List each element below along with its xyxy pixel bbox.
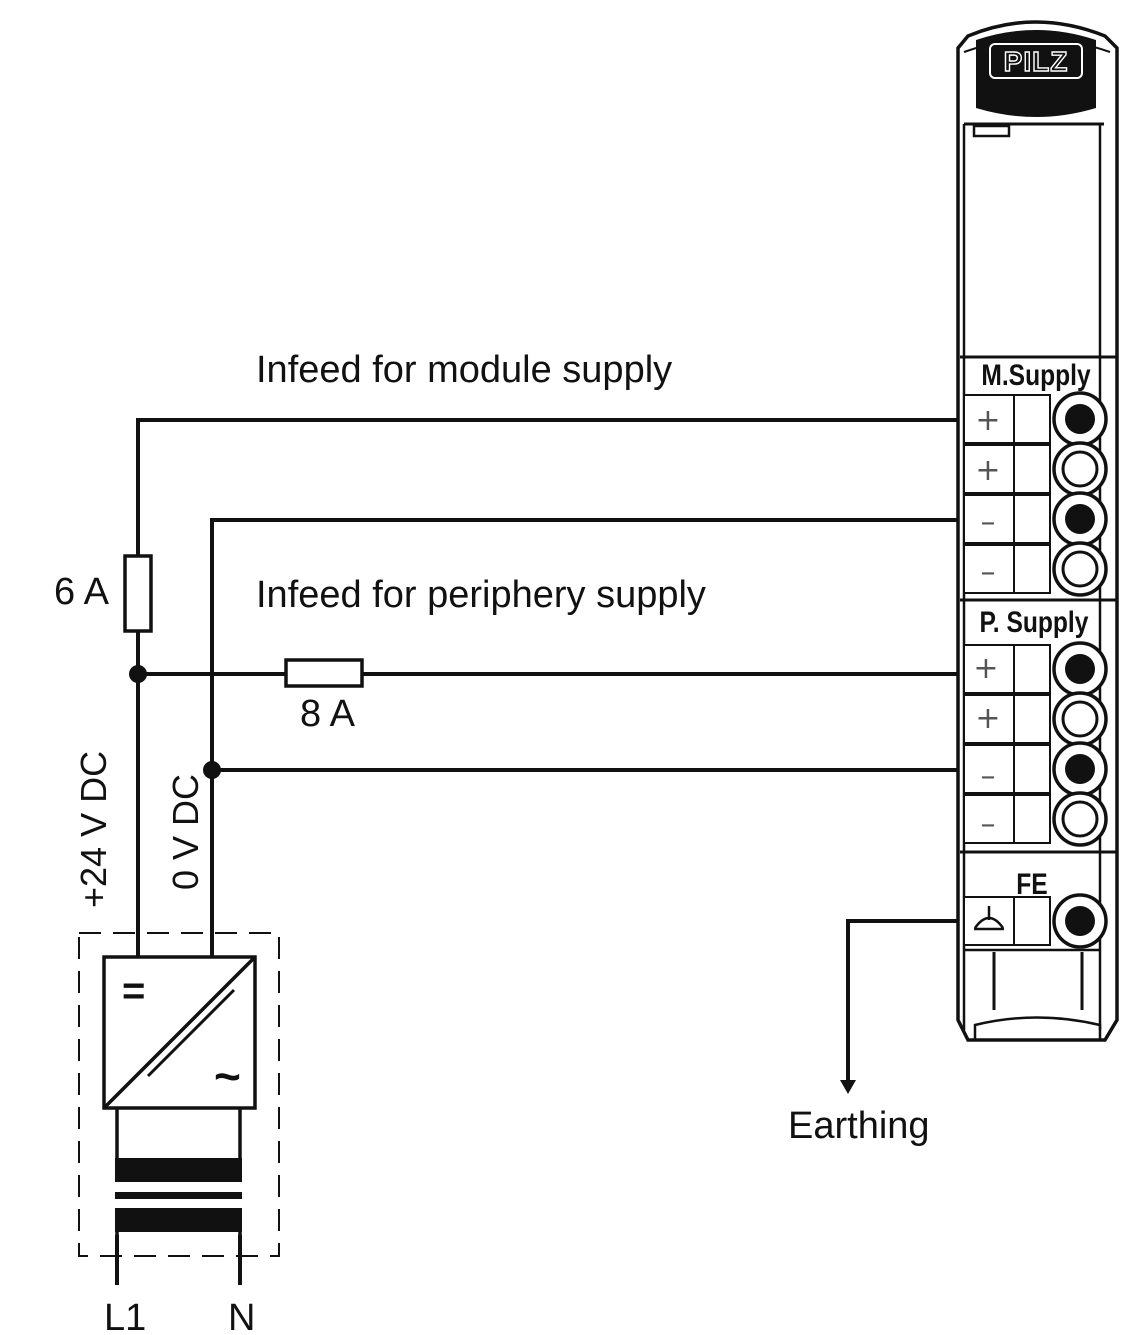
terminal-sign-cell <box>963 394 1015 444</box>
dc-symbol-icon: = <box>122 969 145 1013</box>
pilz-logo: PILZ <box>1004 46 1069 77</box>
terminal-open-screw-icon <box>1061 550 1099 588</box>
terminal-filled-screw-icon <box>1065 654 1095 684</box>
fuse-8a-label: 8 A <box>300 693 356 735</box>
fuse-6a-label: 6 A <box>54 571 110 613</box>
plus-24v-label: +24 V DC <box>73 751 114 908</box>
m-terminal-4[interactable]: – <box>963 541 1108 597</box>
p-supply-label: P. Supply <box>980 605 1090 639</box>
psu-dashed-boundary <box>78 932 280 1257</box>
junction-dot-minus <box>203 761 221 779</box>
terminal-sign-cell <box>963 644 1015 694</box>
p-terminal-4[interactable]: – <box>963 791 1108 847</box>
terminal-sign: – <box>981 759 996 794</box>
module-foot-rails <box>992 952 1084 1010</box>
p-supply-terminals: + + – – <box>963 641 1108 847</box>
terminal-spring-cell <box>1013 744 1051 794</box>
fe-terminal[interactable] <box>963 893 1108 949</box>
earth-symbol-icon <box>973 906 1005 931</box>
fuse-8a-icon <box>284 658 364 688</box>
ac-symbol-icon: ~ <box>214 1050 241 1102</box>
m-supply-label: M.Supply <box>981 358 1091 392</box>
terminal-open-screw-icon <box>1061 800 1099 838</box>
terminal-sign-cell <box>963 744 1015 794</box>
terminal-spring-cell <box>1013 694 1051 744</box>
terminal-sign-cell <box>963 896 1015 946</box>
module-infeed-label: Infeed for module supply <box>256 349 672 391</box>
pilz-module: PILZ M.Supply P. Supply FE + <box>956 20 1119 1042</box>
terminal-filled-screw-icon <box>1065 504 1095 534</box>
zero-v-label: 0 V DC <box>165 774 206 890</box>
terminal-sign: + <box>973 651 998 686</box>
n-label: N <box>228 1297 255 1335</box>
power-supply-unit: = ~ <box>78 932 280 1257</box>
module-foot-contour <box>973 1016 1102 1040</box>
m-terminal-1[interactable]: + <box>963 391 1108 447</box>
terminal-spring-cell <box>1013 394 1051 444</box>
terminal-sign: – <box>981 505 996 540</box>
terminal-spring-cell <box>1013 644 1051 694</box>
terminal-spring-cell <box>1013 896 1051 946</box>
m-supply-terminals: + + – – <box>963 391 1108 597</box>
earthing-label: Earthing <box>788 1105 930 1147</box>
terminal-filled-screw-icon <box>1065 906 1095 936</box>
earthing-arrow-icon <box>840 1080 856 1094</box>
terminal-sign: + <box>975 453 1000 488</box>
fe-label: FE <box>1016 867 1047 901</box>
terminal-open-screw-icon <box>1061 450 1099 488</box>
terminal-sign-cell <box>963 444 1015 494</box>
terminal-spring-cell <box>1013 444 1051 494</box>
terminal-spring-cell <box>1013 794 1051 844</box>
p-terminal-1[interactable]: + <box>963 641 1108 697</box>
psu-dc-leads <box>136 940 214 957</box>
terminal-sign-cell <box>963 794 1015 844</box>
m-terminal-2[interactable]: + <box>963 441 1108 497</box>
terminal-sign: + <box>975 701 1000 736</box>
psu-diagonal <box>102 955 257 1110</box>
transformer-core-bottom <box>115 1208 242 1232</box>
p-terminal-3[interactable]: – <box>963 741 1108 797</box>
fuse-6a-icon <box>123 554 153 633</box>
psu-diagonal-inner <box>146 988 236 1078</box>
terminal-sign-cell <box>963 694 1015 744</box>
terminal-open-screw-icon <box>1061 700 1099 738</box>
junction-dot-plus <box>129 665 147 683</box>
pilz-logo-frame <box>989 43 1083 79</box>
terminal-spring-cell <box>1013 544 1051 594</box>
module-latch <box>972 124 1011 138</box>
terminal-sign: + <box>975 403 1000 438</box>
l1-label: L1 <box>104 1297 146 1335</box>
transformer-core-top <box>115 1158 242 1182</box>
terminal-sign-cell <box>963 544 1015 594</box>
terminal-sign-cell <box>963 494 1015 544</box>
wires <box>115 418 1060 1285</box>
terminal-sign: – <box>981 555 996 590</box>
terminal-filled-screw-icon <box>1065 404 1095 434</box>
p-terminal-2[interactable]: + <box>963 691 1108 747</box>
transformer-separator <box>115 1192 242 1199</box>
terminal-spring-cell <box>1013 494 1051 544</box>
wire-module-minus <box>210 518 1060 955</box>
periphery-infeed-label: Infeed for periphery supply <box>256 574 706 616</box>
terminal-filled-screw-icon <box>1065 754 1095 784</box>
terminal-sign: – <box>981 807 996 842</box>
wire-module-plus <box>136 418 1060 955</box>
m-terminal-3[interactable]: – <box>963 491 1108 547</box>
